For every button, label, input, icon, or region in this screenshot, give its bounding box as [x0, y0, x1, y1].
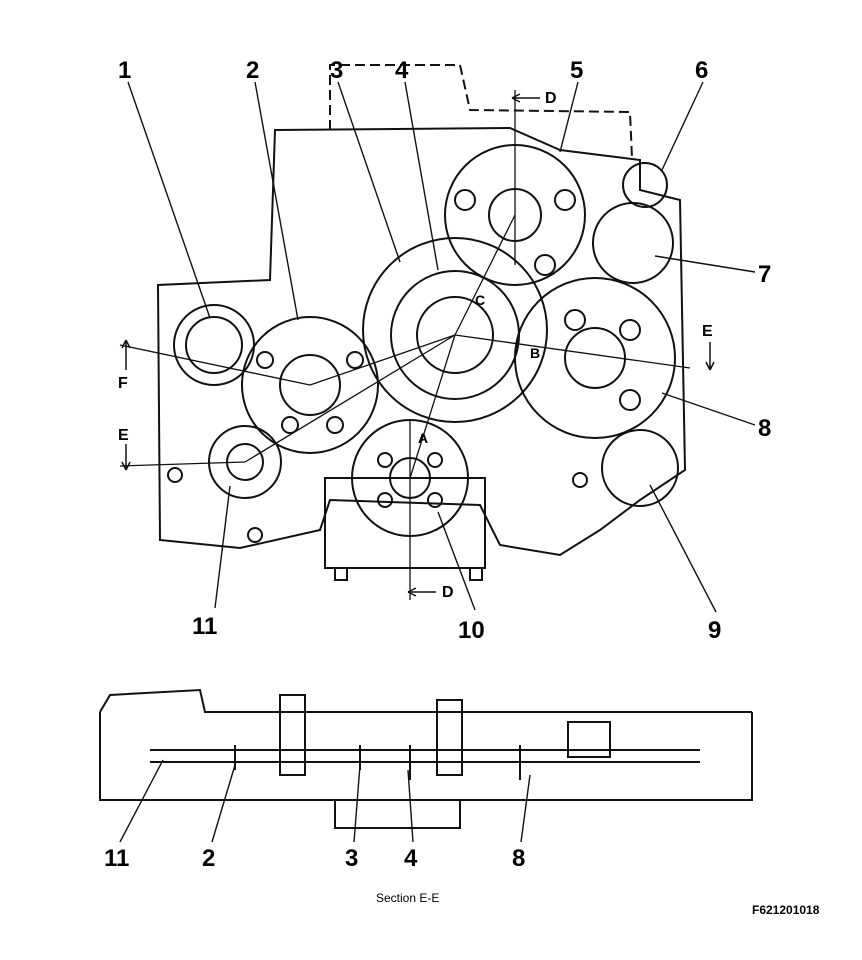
gear-8	[514, 277, 676, 439]
housing-outline	[156, 126, 687, 557]
section-callout-8: 8	[512, 845, 525, 872]
section-callout-4: 4	[404, 845, 418, 872]
section-housing	[99, 688, 753, 801]
callout-10: 10	[458, 617, 485, 644]
section-view	[99, 688, 753, 829]
gear-3	[362, 237, 548, 423]
front-view	[156, 64, 687, 581]
gear-9	[601, 429, 679, 507]
section-base	[334, 799, 461, 829]
callout-5: 5	[570, 57, 583, 84]
section-mark-f-left: F	[118, 375, 128, 392]
gear-6	[622, 162, 668, 208]
section-callout-2: 2	[202, 845, 215, 872]
section-callout-3: 3	[345, 845, 358, 872]
callout-7: 7	[758, 261, 771, 288]
leader-lines	[127, 81, 756, 613]
gear-7	[592, 202, 674, 284]
center-lines	[119, 90, 691, 600]
point-label-b: B	[530, 345, 540, 361]
section-mark-e-left: E	[118, 427, 129, 444]
section-markers: D D F E E	[118, 90, 715, 601]
callout-6: 6	[695, 57, 708, 84]
callout-8: 8	[758, 415, 771, 442]
callout-4: 4	[395, 57, 409, 84]
figure-id: F621201018	[752, 903, 820, 917]
section-mark-e-right: E	[702, 323, 713, 340]
callout-3: 3	[330, 57, 343, 84]
point-labels: A B C	[418, 292, 540, 446]
callout-9: 9	[708, 617, 721, 644]
section-callout-11: 11	[104, 845, 129, 872]
callout-11: 11	[192, 613, 217, 640]
base-block	[324, 477, 486, 569]
section-leaders	[119, 759, 531, 843]
section-callouts: 11 2 3 4 8	[104, 845, 525, 872]
housing-top-chain	[329, 64, 633, 159]
callout-1: 1	[118, 57, 131, 84]
section-mark-d-top: D	[545, 90, 557, 107]
gear-11	[208, 425, 282, 499]
point-label-a: A	[418, 430, 428, 446]
callout-2: 2	[246, 57, 259, 84]
section-mark-d-bottom: D	[442, 584, 454, 601]
point-label-c: C	[475, 292, 485, 308]
callout-labels: 1 2 3 4 5 6 7 8 9 10 11	[118, 57, 771, 644]
section-caption: Section E-E	[376, 891, 439, 905]
gear-2	[241, 316, 379, 454]
